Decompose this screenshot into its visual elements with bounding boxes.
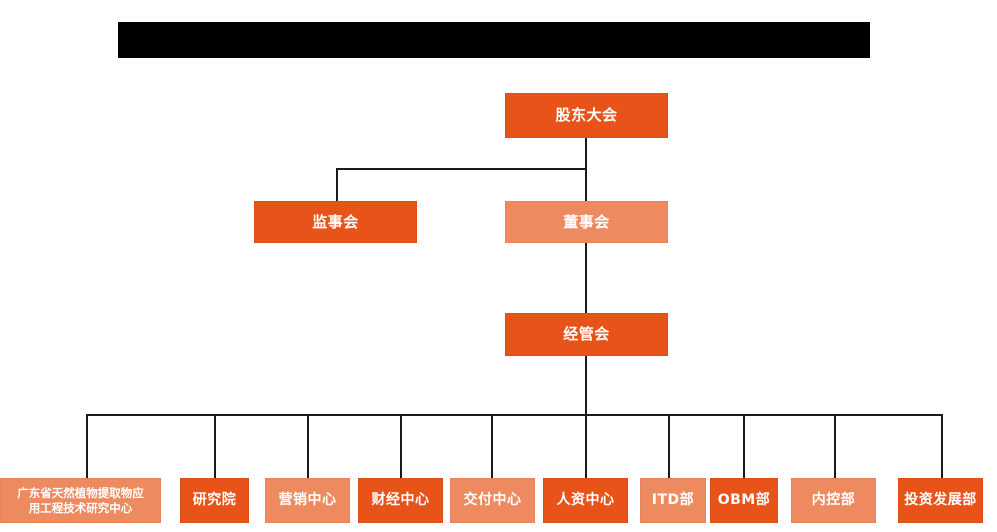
- connector-level2-bus: [336, 168, 587, 170]
- node-label: 交付中心: [463, 491, 522, 508]
- connector-to-delivery-center: [491, 414, 493, 478]
- connector-to-guangdong-research-center: [86, 414, 88, 478]
- node-investment-development-department[interactable]: 投资发展部: [898, 478, 983, 523]
- node-label: 董事会: [563, 212, 610, 231]
- node-itd-department[interactable]: ITD部: [640, 478, 706, 523]
- connector-to-itd-department: [668, 414, 670, 478]
- connector-to-hr-center: [585, 414, 587, 478]
- node-internal-control-department[interactable]: 内控部: [791, 478, 876, 523]
- node-label: 经管会: [563, 325, 610, 344]
- node-label: 研究院: [192, 491, 237, 508]
- node-label: 内控部: [811, 491, 856, 508]
- node-label-line1: 广东省天然植物提取物应: [17, 486, 144, 501]
- redacted-title-bar: [118, 22, 870, 58]
- node-marketing-center[interactable]: 营销中心: [265, 478, 350, 523]
- connector-shareholders-stem: [585, 138, 587, 169]
- node-label: 股东大会: [555, 106, 618, 125]
- connector-departments-bus: [86, 414, 943, 416]
- node-label: 监事会: [312, 212, 359, 231]
- node-board-of-supervisors[interactable]: 监事会: [254, 201, 417, 243]
- connector-to-internal-control-department: [834, 414, 836, 478]
- node-label: ITD部: [651, 491, 695, 508]
- node-finance-center[interactable]: 财经中心: [358, 478, 443, 523]
- connector-to-investment-development-department: [941, 414, 943, 478]
- node-research-institute[interactable]: 研究院: [180, 478, 249, 523]
- node-guangdong-research-center[interactable]: 广东省天然植物提取物应 用工程技术研究中心: [0, 478, 161, 523]
- node-label: 投资发展部: [904, 491, 977, 508]
- connector-to-board-of-supervisors: [336, 168, 338, 201]
- connector-to-board-of-directors: [585, 168, 587, 201]
- node-obm-department[interactable]: OBM部: [710, 478, 778, 523]
- node-shareholders-meeting[interactable]: 股东大会: [505, 93, 668, 138]
- node-label: 财经中心: [371, 491, 430, 508]
- connector-management-stem: [585, 356, 587, 415]
- node-board-of-directors[interactable]: 董事会: [505, 201, 668, 243]
- node-hr-center[interactable]: 人资中心: [543, 478, 628, 523]
- node-delivery-center[interactable]: 交付中心: [450, 478, 535, 523]
- node-label: OBM部: [717, 491, 771, 508]
- connector-to-obm-department: [743, 414, 745, 478]
- node-label: 营销中心: [278, 491, 337, 508]
- node-label-line2: 用工程技术研究中心: [28, 500, 133, 515]
- node-management-committee[interactable]: 经管会: [505, 313, 668, 356]
- connector-to-research-institute: [214, 414, 216, 478]
- connector-to-marketing-center: [307, 414, 309, 478]
- node-label: 人资中心: [556, 491, 615, 508]
- connector-directors-to-management: [585, 243, 587, 313]
- connector-to-finance-center: [400, 414, 402, 478]
